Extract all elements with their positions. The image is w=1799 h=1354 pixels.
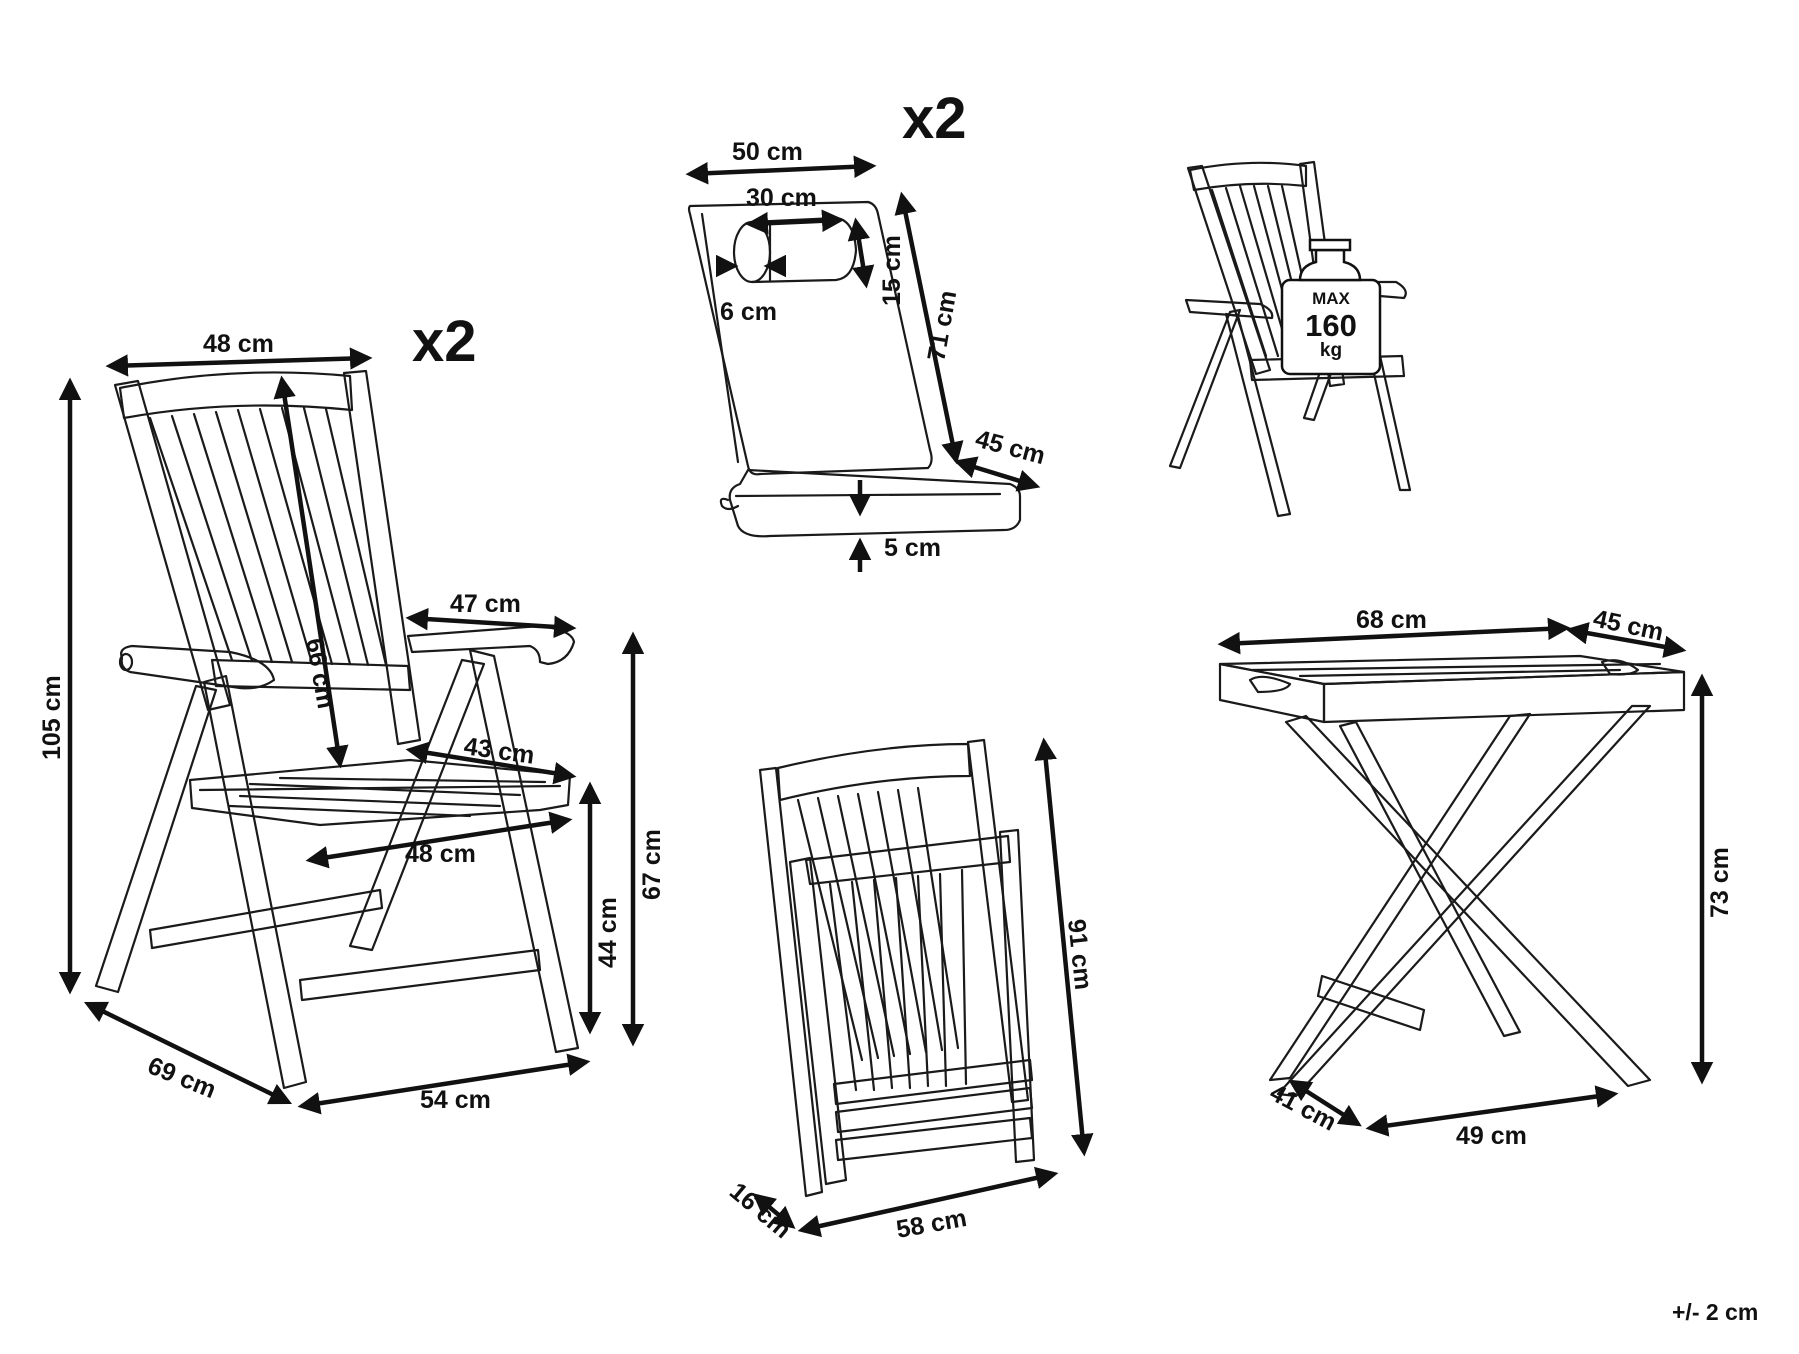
cushion-width-label: 50 cm <box>732 138 803 166</box>
chair-height-label: 105 cm <box>38 675 66 760</box>
tray-table-drawing <box>1218 654 1686 1098</box>
cushion-thickness-label: 5 cm <box>884 534 941 562</box>
pillow-height-label: 15 cm <box>878 235 906 306</box>
chair-multiplier: x2 <box>412 309 477 374</box>
table-width-label: 68 cm <box>1356 606 1427 634</box>
cushion-drawing <box>687 200 1022 538</box>
table-base-width-label: 49 cm <box>1456 1122 1527 1150</box>
chair-backrest-label: 66 cm <box>300 636 340 711</box>
load-max-label: MAX <box>1312 289 1350 308</box>
load-unit-label: kg <box>1320 340 1342 361</box>
chair-seat-width-label: 48 cm <box>405 840 476 868</box>
chair-armrest-label: 47 cm <box>450 590 521 618</box>
cushion-seat-depth-label: 45 cm <box>972 425 1048 470</box>
chair-seat-height-label: 44 cm <box>594 897 622 968</box>
chair-depth-label: 69 cm <box>144 1052 220 1105</box>
folded-depth-label: 16 cm <box>724 1177 796 1244</box>
pillow-depth-label: 6 cm <box>720 298 777 326</box>
cushion-multiplier: x2 <box>902 86 967 151</box>
chair-seat-depth-label: 43 cm <box>462 732 536 770</box>
table-height-label: 73 cm <box>1706 847 1734 918</box>
cushion-length-label: 71 cm <box>922 288 962 363</box>
chair-width-top-label: 48 cm <box>203 330 274 358</box>
folded-width-label: 58 cm <box>894 1204 969 1244</box>
tolerance-note: +/- 2 cm <box>1672 1299 1758 1325</box>
folded-chair-drawing <box>758 738 1036 1198</box>
weight-jar-icon: MAX 160 kg <box>1280 238 1382 376</box>
chair-arm-height-label: 67 cm <box>638 829 666 900</box>
load-value-label: 160 <box>1305 308 1357 343</box>
load-chair-drawing <box>1168 160 1412 518</box>
pillow-width-label: 30 cm <box>746 184 817 212</box>
chair-width-label: 54 cm <box>420 1086 491 1114</box>
